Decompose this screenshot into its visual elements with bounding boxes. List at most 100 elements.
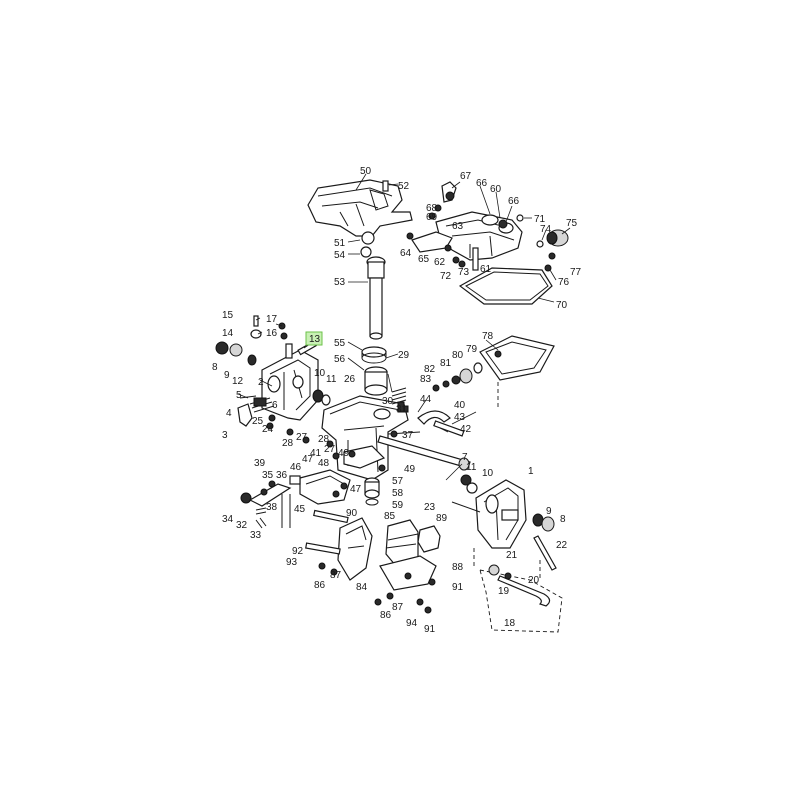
bolt-part-92-93 [305, 542, 341, 555]
callout-66: 66 [508, 196, 520, 207]
callout-9: 9 [224, 370, 230, 381]
callout-39: 39 [254, 458, 266, 469]
callout-24: 24 [262, 424, 274, 435]
callout-46: 46 [290, 462, 302, 473]
callout-9: 9 [546, 506, 552, 517]
bushing-part-56 [364, 366, 388, 396]
parts-3-4-5-6 [237, 395, 275, 427]
subassembly-parts-18-21 [473, 548, 563, 633]
callout-82: 82 [424, 364, 436, 375]
callout-86: 86 [380, 610, 392, 621]
callout-70: 70 [556, 300, 568, 311]
plate-part-78 [479, 335, 555, 408]
callout-74: 74 [540, 224, 552, 235]
callout-10: 10 [482, 468, 494, 479]
callout-13: 13 [309, 334, 321, 345]
bolt-part-71 [516, 214, 524, 222]
callout-44: 44 [420, 394, 432, 405]
callout-89: 89 [436, 513, 448, 524]
callout-28: 28 [282, 438, 294, 449]
rod-part-22-23 [451, 501, 557, 571]
parts-10-11-right [460, 474, 478, 494]
callout-86: 86 [314, 580, 326, 591]
callout-31: 31 [396, 404, 408, 415]
callout-29: 29 [398, 350, 410, 361]
leader-lines [237, 173, 571, 481]
bolt-part-45 [313, 509, 349, 524]
callout-59: 59 [392, 500, 404, 511]
callout-42: 42 [460, 424, 472, 435]
callout-72: 72 [440, 271, 452, 282]
callout-63: 63 [452, 221, 464, 232]
callout-35: 35 [262, 470, 274, 481]
callout-81: 81 [440, 358, 452, 369]
callout-90: 90 [346, 508, 358, 519]
callout-94: 94 [406, 618, 418, 629]
highlight-box-part-13 [305, 331, 323, 346]
callout-88: 88 [452, 562, 464, 573]
bracket-part-84 [337, 517, 373, 581]
stern-bracket-nuts-8-9-12 [215, 341, 257, 366]
bushing-part-55 [361, 346, 387, 364]
callout-41: 41 [310, 448, 322, 459]
link-parts-46-47-48 [289, 469, 351, 505]
callout-16: 16 [266, 328, 278, 339]
callout-33: 33 [250, 530, 262, 541]
callout-87: 87 [330, 570, 342, 581]
callout-19: 19 [498, 586, 510, 597]
callout-10: 10 [314, 368, 326, 379]
bolts-86-87-91-94 [318, 562, 436, 614]
callout-30: 30 [382, 396, 394, 407]
callout-23: 23 [424, 502, 436, 513]
callout-37: 37 [402, 430, 414, 441]
callout-21: 21 [506, 550, 518, 561]
callout-52: 52 [398, 181, 410, 192]
callout-71: 71 [534, 214, 546, 225]
callout-5: 5 [236, 390, 242, 401]
callout-48: 48 [318, 458, 330, 469]
friction-part-75 [546, 229, 569, 247]
callout-2: 2 [258, 377, 264, 388]
callout-80: 80 [452, 350, 464, 361]
callout-27: 27 [324, 444, 336, 455]
callout-7: 7 [462, 452, 468, 463]
callout-79: 79 [466, 344, 478, 355]
steering-shaft-part-53 [366, 256, 386, 340]
callout-47: 47 [350, 484, 362, 495]
callout-20: 20 [528, 575, 540, 586]
callout-11: 11 [326, 374, 337, 385]
callout-8: 8 [212, 362, 218, 373]
washer-part-66 [445, 191, 508, 229]
screw-part-37 [387, 430, 421, 438]
callout-labels: 50 52 51 54 53 55 56 29 67 66 60 66 68 6… [212, 166, 582, 635]
callout-53: 53 [334, 277, 346, 288]
bushing-parts-57-58-59 [364, 477, 380, 506]
callout-75: 75 [566, 218, 578, 229]
steering-bracket-part-50 [307, 179, 413, 258]
spring-parts-30-31-44 [391, 387, 409, 413]
callout-8: 8 [560, 514, 566, 525]
callout-50: 50 [360, 166, 372, 177]
parts-24-25 [266, 414, 276, 430]
callout-38: 38 [266, 502, 278, 513]
callout-51: 51 [334, 238, 346, 249]
bracket-part-88 [379, 555, 437, 591]
callout-67: 67 [460, 171, 472, 182]
callout-26: 26 [344, 374, 356, 385]
callout-22: 22 [556, 540, 568, 551]
nut-parts-8-9-right [532, 513, 555, 532]
callout-69: 69 [426, 212, 438, 223]
callout-62: 62 [434, 257, 446, 268]
callout-55: 55 [334, 338, 346, 349]
callout-65: 65 [418, 254, 430, 265]
callout-83: 83 [420, 374, 432, 385]
callout-27: 27 [296, 432, 308, 443]
callout-11: 11 [466, 462, 477, 473]
callout-49: 49 [338, 448, 350, 459]
callout-68: 68 [426, 203, 438, 214]
callout-40: 40 [454, 400, 466, 411]
callout-87: 87 [392, 602, 404, 613]
callout-57: 57 [392, 476, 404, 487]
small-parts-14-15-16-17 [250, 315, 288, 340]
